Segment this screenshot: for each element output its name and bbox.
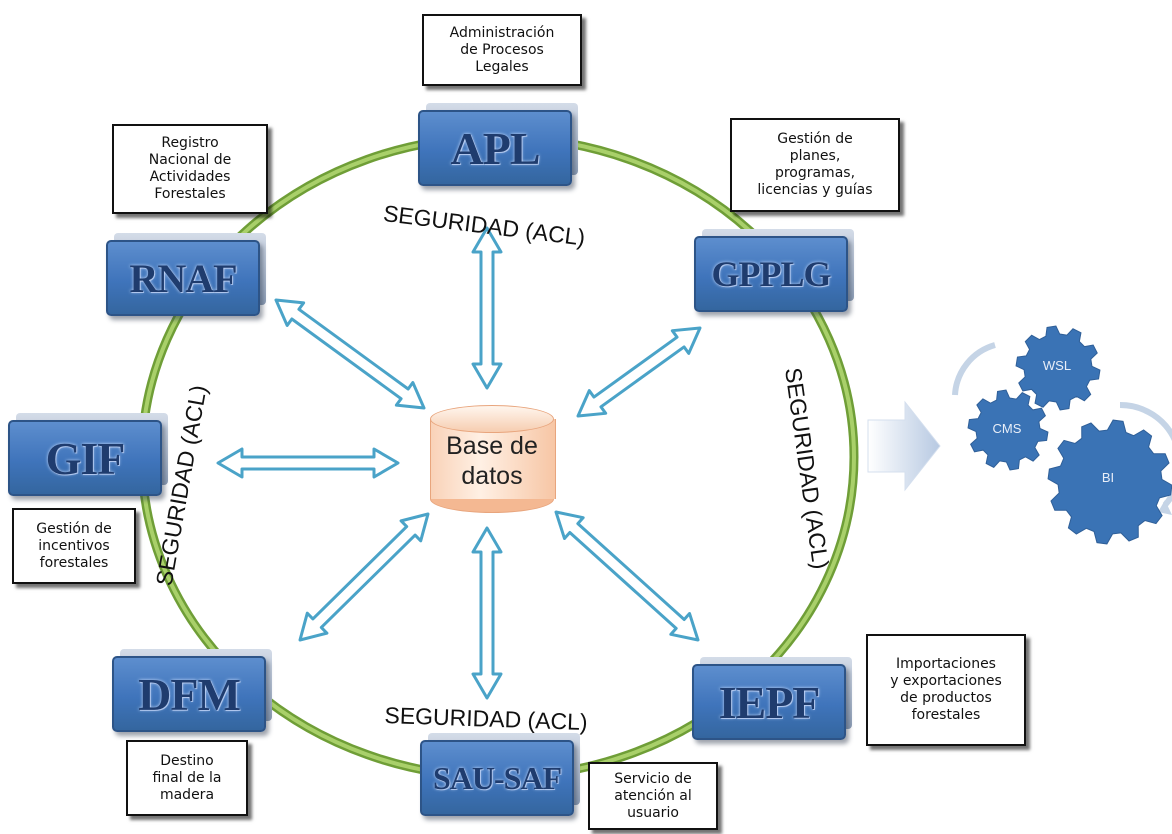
module-dfm: DFM xyxy=(112,649,272,734)
description-gpplg: Gestión de planes, programas, licencias … xyxy=(730,118,900,212)
module-dfm-label: DFM xyxy=(138,668,241,720)
module-gif-label: GIF xyxy=(45,432,126,484)
arrow-rnaf xyxy=(274,298,426,410)
module-sau-saf: SAU-SAF xyxy=(420,733,580,818)
description-rnaf: Registro Nacional de Actividades Foresta… xyxy=(112,124,268,214)
description-iepf: Importaciones y exportaciones de product… xyxy=(866,634,1026,746)
arrow-gif xyxy=(216,447,400,479)
gear-cms xyxy=(967,389,1049,471)
module-gpplg-label: GPPLG xyxy=(711,254,832,294)
module-gif: GIF xyxy=(8,413,168,498)
description-sau-saf: Servicio de atención al usuario xyxy=(588,762,718,830)
gear-wsl xyxy=(1015,325,1101,411)
gear-label-wsl: WSL xyxy=(1043,358,1071,373)
description-dfm: Destino final de la madera xyxy=(126,740,248,816)
output-arrow xyxy=(867,400,941,492)
arrow-dfm xyxy=(298,512,430,642)
cycle-arrow-top xyxy=(952,342,996,396)
gear-label-cms: CMS xyxy=(993,421,1022,436)
description-gif: Gestión de incentivos forestales xyxy=(12,508,136,584)
arrow-gpplg xyxy=(576,326,702,418)
database-cylinder: Base de datos xyxy=(430,405,556,513)
module-apl-label: APL xyxy=(450,122,541,174)
database-label: Base de datos xyxy=(446,432,538,490)
arrow-apl xyxy=(471,226,503,390)
module-rnaf: RNAF xyxy=(106,233,266,318)
gears-cluster: WSL CMS BI xyxy=(952,325,1172,545)
module-gpplg: GPPLG xyxy=(694,229,854,314)
arrow-iepf xyxy=(554,510,700,642)
module-apl: APL xyxy=(418,103,578,188)
gear-bi xyxy=(1047,419,1172,545)
gear-label-bi: BI xyxy=(1102,470,1114,485)
cycle-arrow-right xyxy=(1119,401,1172,507)
module-iepf: IEPF xyxy=(692,657,852,742)
arrow-sau-saf xyxy=(471,526,503,700)
description-apl: Administración de Procesos Legales xyxy=(422,14,582,86)
module-iepf-label: IEPF xyxy=(718,676,821,728)
module-sau-saf-label: SAU-SAF xyxy=(432,759,562,796)
module-rnaf-label: RNAF xyxy=(129,255,237,301)
